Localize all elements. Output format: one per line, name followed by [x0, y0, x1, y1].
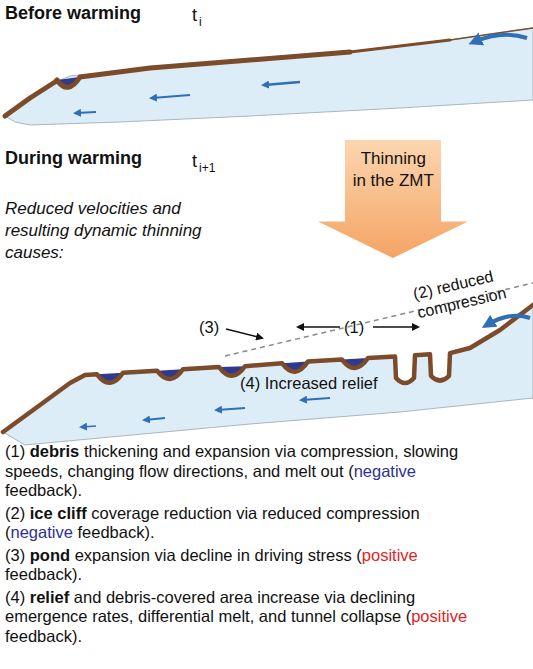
feedback-list: (1) debris thickening and expansion via …	[5, 442, 475, 649]
panel-title: During warming	[5, 147, 142, 169]
debris-layer	[5, 52, 350, 116]
feedback-item: (4) relief and debris-covered area incre…	[5, 588, 475, 647]
feedback-item: (2) ice cliff coverage reduction via red…	[5, 504, 475, 543]
debris-layer	[3, 305, 533, 432]
debris-layer	[350, 40, 450, 52]
flow-arrow	[82, 426, 96, 427]
time-subscript: i+1	[199, 161, 215, 175]
glacier-before	[5, 28, 533, 125]
flow-arrow	[474, 35, 527, 42]
time-symbol: t	[192, 4, 197, 26]
flow-arrow	[264, 82, 300, 85]
flow-arrow	[217, 408, 245, 410]
panel-title: Before warming	[5, 2, 141, 24]
time-symbol: t	[192, 150, 197, 172]
flow-arrow	[76, 112, 96, 113]
flow-arrow	[152, 95, 190, 98]
panel-note: Reduced velocities and resulting dynamic…	[5, 198, 205, 264]
ice-body	[5, 28, 533, 125]
time-subscript: i	[199, 15, 202, 29]
flow-arrow	[145, 418, 165, 420]
ice-body	[3, 305, 533, 445]
pointer-arrow	[373, 326, 418, 327]
pointer-arrow	[226, 329, 262, 338]
callout-number: (3)	[199, 317, 219, 337]
flow-arrow	[302, 398, 330, 400]
node-text: Thinning in the ZMT	[352, 148, 435, 192]
thinning-arrow: Thinning in the ZMT	[318, 140, 468, 260]
flow-arrow	[487, 316, 530, 325]
callout-label: (4) Increased relief	[240, 373, 378, 393]
pointer-arrow	[298, 326, 340, 327]
callout-number: (1)	[344, 317, 364, 337]
feedback-item: (3) pond expansion via decline in drivin…	[5, 546, 475, 585]
arrow-outline	[318, 140, 468, 258]
feedback-item: (1) debris thickening and expansion via …	[5, 442, 475, 501]
callout-label: (2) reduced compression	[411, 260, 529, 322]
